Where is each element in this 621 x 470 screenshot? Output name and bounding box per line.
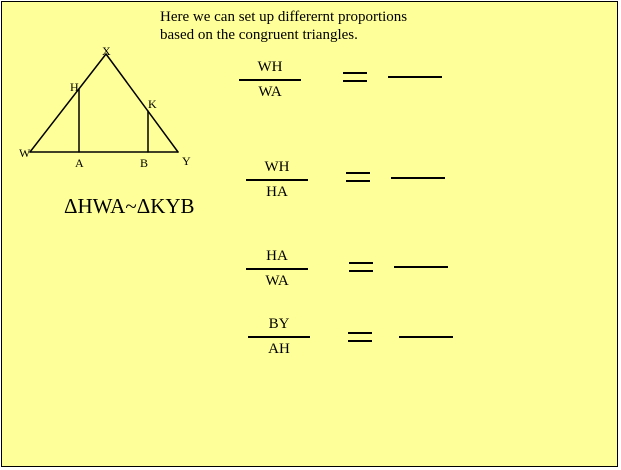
fraction-2: WH HA (246, 159, 308, 201)
fraction-4-bar (248, 336, 310, 338)
intro-line-2: based on the congruent triangles. (160, 27, 358, 43)
fraction-4-numerator: BY (268, 316, 290, 332)
equals-sign-2 (346, 172, 370, 182)
side-wx (29, 53, 107, 153)
vertex-label-h: H (70, 80, 79, 94)
fraction-4: BY AH (248, 316, 310, 358)
fraction-1-denominator: WA (258, 84, 282, 100)
equals-sign-3 (349, 262, 373, 272)
side-xy (105, 53, 179, 153)
fraction-3-numerator: HA (266, 248, 288, 264)
answer-blank-4 (399, 336, 453, 338)
fraction-2-numerator: WH (264, 159, 290, 175)
equals-sign-1 (343, 72, 367, 82)
fraction-2-denominator: HA (266, 184, 288, 200)
fraction-3-bar (246, 268, 308, 270)
similarity-statement: ΔHWA~ΔKYB (64, 194, 195, 218)
answer-blank-2 (391, 177, 445, 179)
fraction-1-bar (239, 79, 301, 81)
vertex-label-a: A (75, 156, 84, 170)
fraction-1: WH WA (239, 59, 301, 101)
vertex-label-k: K (148, 97, 157, 111)
fraction-3: HA WA (246, 248, 308, 290)
vertex-label-x: X (102, 44, 111, 58)
vertex-label-y: Y (182, 154, 191, 168)
fraction-1-numerator: WH (257, 59, 283, 75)
vertex-label-b: B (140, 156, 149, 170)
triangle-diagram (29, 53, 179, 153)
vertex-label-w: W (19, 146, 31, 160)
intro-line-1: Here we can set up differernt proportion… (160, 9, 408, 25)
answer-blank-3 (394, 266, 448, 268)
intro-text: Here we can set up differernt proportion… (160, 8, 407, 44)
fraction-4-denominator: AH (268, 341, 290, 357)
answer-blank-1 (388, 76, 442, 78)
equals-sign-4 (348, 332, 372, 342)
fraction-2-bar (246, 179, 308, 181)
fraction-3-denominator: WA (265, 273, 289, 289)
